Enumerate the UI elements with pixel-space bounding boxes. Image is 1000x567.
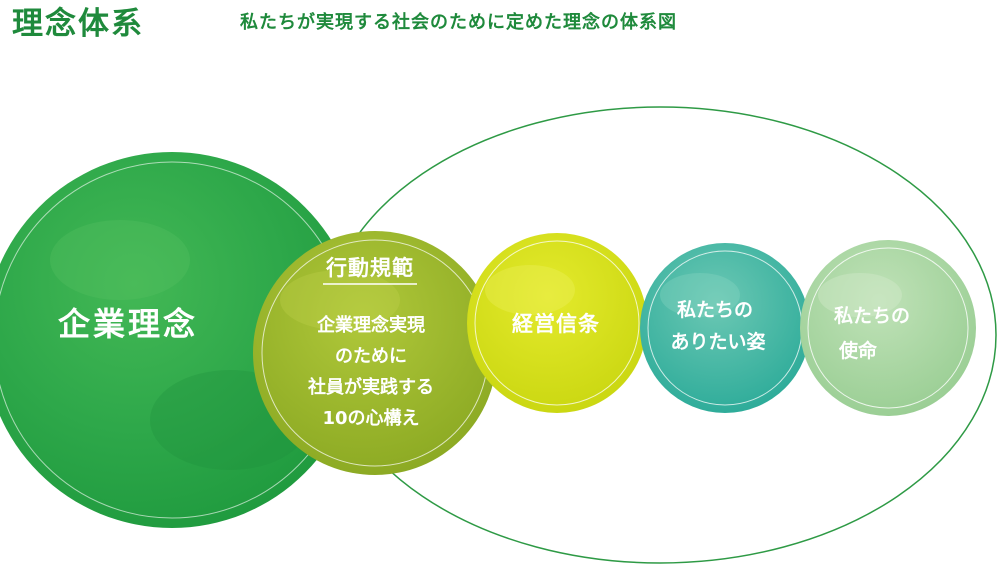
ideal-self-line-1: 私たちの [677, 299, 753, 321]
page-title: 理念体系 [12, 6, 144, 42]
code-of-conduct-line-4: 10の心構え [322, 407, 419, 429]
code-of-conduct-circle: 行動規範 企業理念実現 のために 社員が実践する 10の心構え [253, 231, 497, 475]
ideal-self-line-2: ありたい姿 [670, 330, 765, 353]
code-of-conduct-line-1: 企業理念実現 [316, 314, 425, 336]
management-creed-circle: 経営信条 [467, 233, 647, 413]
code-of-conduct-line-3: 社員が実践する [308, 376, 434, 398]
mission-circle: 私たちの 使命 [800, 240, 976, 416]
code-of-conduct-line-2: のために [335, 346, 407, 367]
mission-line-1: 私たちの [834, 305, 910, 327]
mission-line-2: 使命 [838, 339, 878, 362]
management-creed-label: 経営信条 [512, 312, 600, 336]
code-of-conduct-heading: 行動規範 [325, 256, 414, 280]
corporate-philosophy-label: 企業理念 [58, 305, 198, 343]
ideal-self-circle: 私たちの ありたい姿 [640, 243, 810, 413]
page-subtitle: 私たちが実現する社会のために定めた理念の体系図 [240, 12, 677, 33]
